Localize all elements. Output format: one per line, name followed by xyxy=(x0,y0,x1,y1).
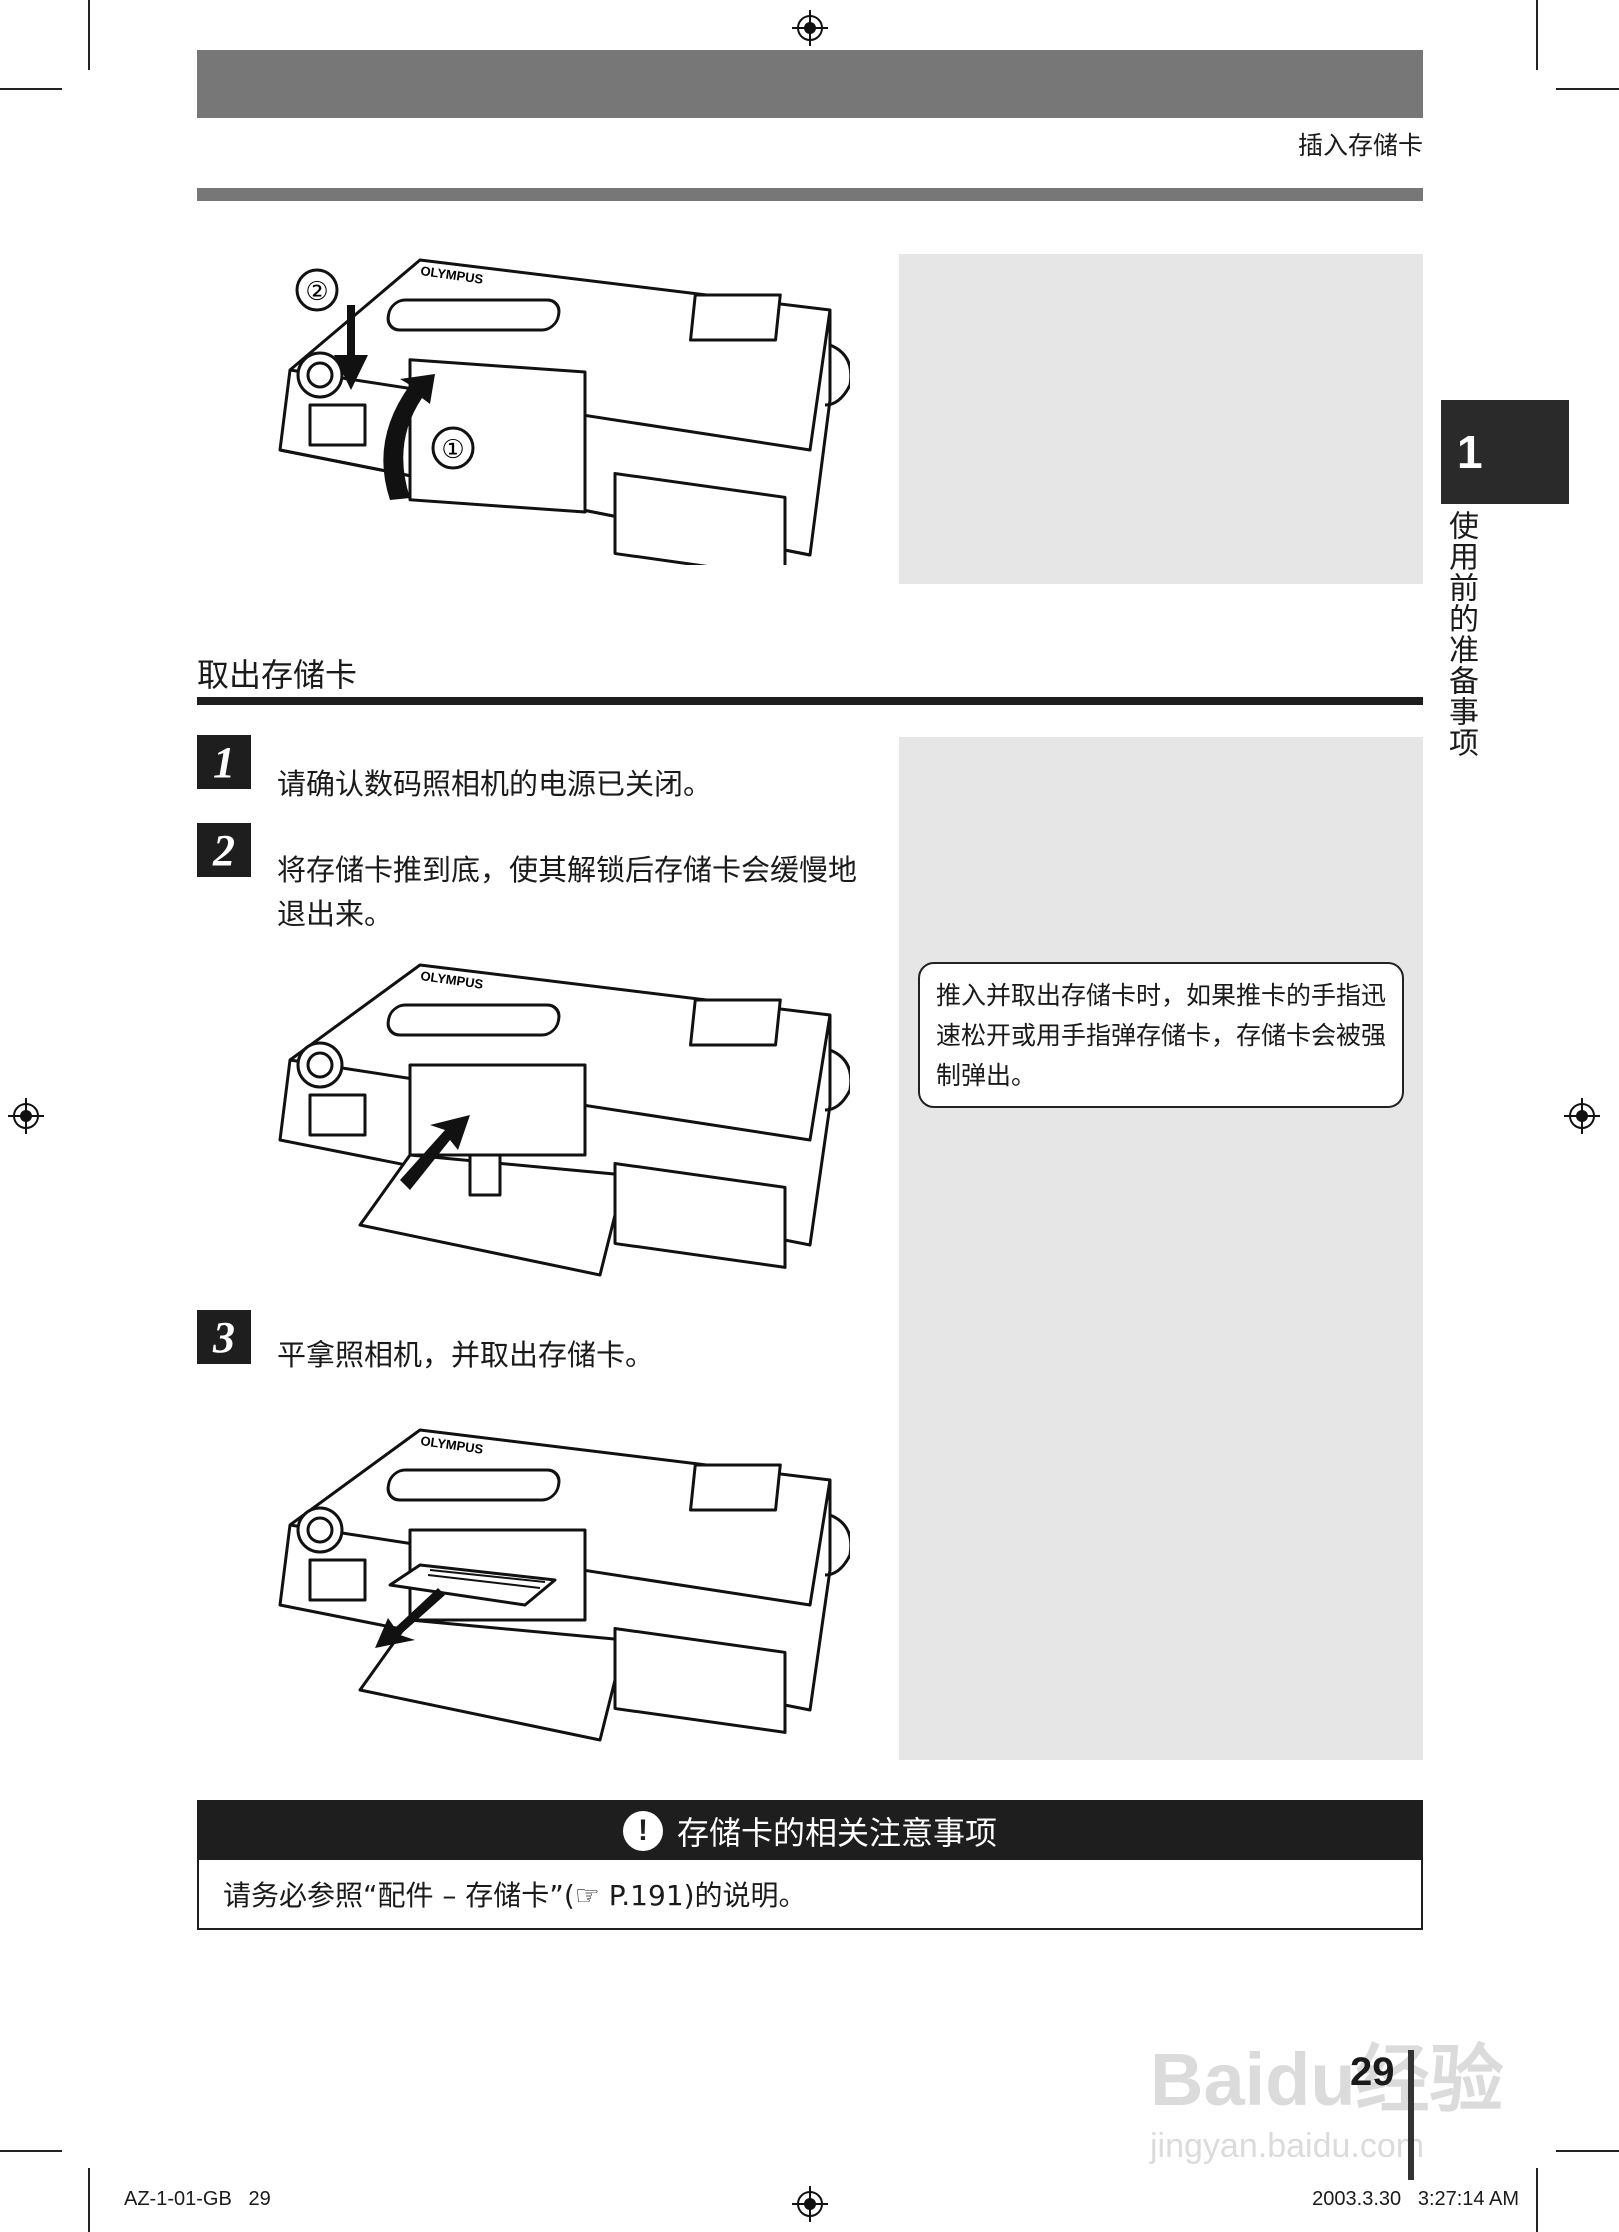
caution-body: 请务必参照“配件 – 存储卡”(☞ P.191)的说明。 xyxy=(223,1879,807,1912)
registration-mark-icon xyxy=(792,2186,828,2222)
footer-file-id: AZ-1-01-GB 29 xyxy=(124,2188,271,2210)
crop-mark xyxy=(0,2150,62,2152)
page-header-title: 插入存储卡 xyxy=(1297,131,1423,160)
caution-box: ! 存储卡的相关注意事项 请务必参照“配件 – 存储卡”(☞ P.191)的说明… xyxy=(197,1800,1423,1930)
chapter-side-title: 使用前的准备事项 xyxy=(1443,510,1478,758)
camera-insert-illustration: OLYMPUS ② ① xyxy=(278,258,850,565)
step-text: 请确认数码照相机的电源已关闭。 xyxy=(277,767,713,801)
section-heading: 取出存储卡 xyxy=(197,656,358,694)
registration-mark-icon xyxy=(792,10,828,46)
warning-icon: ! xyxy=(622,1811,663,1851)
watermark-url: jingyan.baidu.com xyxy=(1150,2127,1425,2165)
baidu-watermark: Baidu经验 jingyan.baidu.com xyxy=(1150,2000,1550,2180)
camera-eject-illustration: OLYMPUS xyxy=(278,963,850,1277)
section-rule xyxy=(197,697,1423,705)
svg-text:①: ① xyxy=(441,435,464,465)
header-rule xyxy=(197,188,1423,201)
registration-mark-icon xyxy=(8,1098,44,1134)
crop-mark xyxy=(1556,2150,1619,2152)
caution-title: 存储卡的相关注意事项 xyxy=(676,1814,997,1852)
page-reference-icon: ☞ xyxy=(574,1879,600,1912)
side-panel-main xyxy=(899,737,1423,1760)
watermark-logo: Baidu经验 xyxy=(1150,2038,1504,2121)
step-number-badge: 3 xyxy=(197,1310,251,1364)
note-box: 推入并取出存储卡时，如果推卡的手指迅速松开或用手指弹存储卡，存储卡会被强制弹出。 xyxy=(918,962,1404,1108)
registration-mark-icon xyxy=(1564,1098,1600,1134)
crop-mark xyxy=(88,0,90,70)
caution-header: ! 存储卡的相关注意事项 xyxy=(199,1802,1421,1860)
page-number: 29 xyxy=(1350,2050,1395,2094)
header-bar xyxy=(197,50,1423,118)
crop-mark xyxy=(0,88,62,90)
step-circle-icon xyxy=(295,268,339,312)
step-text: 平拿照相机，并取出存储卡。 xyxy=(277,1338,655,1372)
svg-text:②: ② xyxy=(305,277,328,307)
crop-mark xyxy=(1536,0,1538,70)
chapter-tab[interactable]: 1 xyxy=(1441,400,1569,504)
step-number-badge: 1 xyxy=(197,735,251,789)
crop-mark xyxy=(1536,2168,1538,2232)
camera-remove-illustration: OLYMPUS xyxy=(278,1428,850,1742)
side-panel-top xyxy=(899,254,1423,584)
footer-timestamp: 2003.3.30 3:27:14 AM xyxy=(1312,2188,1519,2210)
page-number-rule xyxy=(1408,2050,1414,2180)
step-text: 将存储卡推到底，使其解锁后存储卡会缓慢地退出来。 xyxy=(277,853,858,931)
crop-mark xyxy=(88,2168,90,2232)
crop-mark xyxy=(1556,88,1619,90)
step-number-badge: 2 xyxy=(197,823,251,877)
step-circle-icon xyxy=(431,426,475,470)
